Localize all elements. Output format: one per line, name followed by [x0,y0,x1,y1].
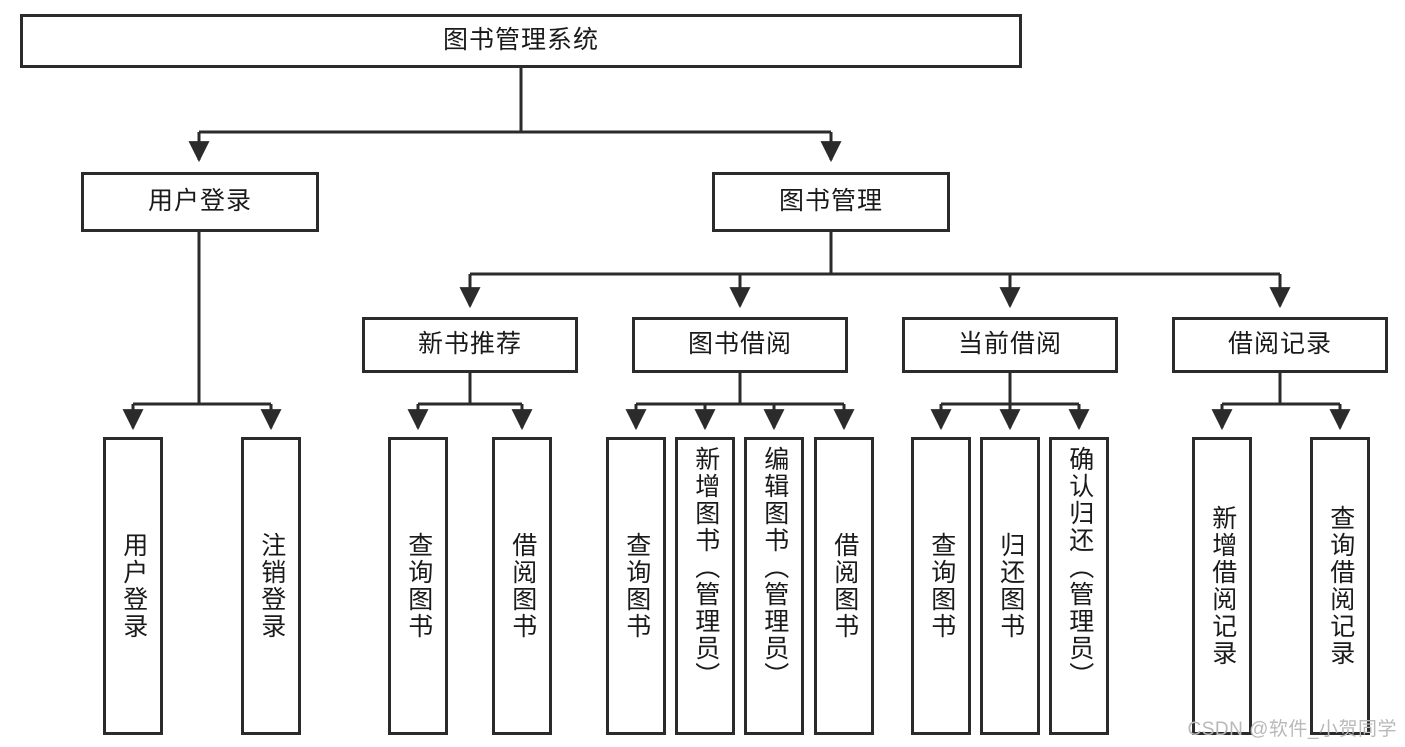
node-new-book-rec-label: 新书推荐 [417,330,522,359]
node-leaf-user-login[interactable]: 用户登录 [103,437,163,735]
node-book-manage[interactable]: 图书管理 [712,172,950,232]
node-leaf-logout[interactable]: 注销登录 [241,437,301,735]
node-leaf-add-book-label: 新增图书（管理员） [691,446,720,689]
watermark-text: CSDN @软件_小贺同学 [1187,719,1397,740]
node-book-borrow-label: 图书借阅 [687,330,792,359]
node-leaf-query-book-1[interactable]: 查询图书 [388,437,448,735]
node-root-label: 图书管理系统 [442,26,599,55]
node-current-borrow[interactable]: 当前借阅 [902,317,1118,373]
node-leaf-edit-book[interactable]: 编辑图书（管理员） [744,437,804,735]
node-leaf-return-book-label: 归还图书 [996,532,1025,640]
node-leaf-return-book[interactable]: 归还图书 [980,437,1040,735]
node-borrow-record[interactable]: 借阅记录 [1172,317,1388,373]
node-user-login[interactable]: 用户登录 [81,172,319,232]
node-leaf-query-book-1-label: 查询图书 [404,532,433,640]
node-leaf-add-record[interactable]: 新增借阅记录 [1192,437,1252,735]
node-book-borrow[interactable]: 图书借阅 [632,317,848,373]
node-current-borrow-label: 当前借阅 [957,330,1062,359]
node-leaf-borrow-book-1-label: 借阅图书 [508,532,537,640]
node-leaf-query-book-3[interactable]: 查询图书 [911,437,971,735]
node-root[interactable]: 图书管理系统 [20,14,1022,68]
node-book-manage-label: 图书管理 [778,187,883,216]
node-leaf-query-book-3-label: 查询图书 [927,532,956,640]
node-leaf-confirm-return-label: 确认归还（管理员） [1065,446,1094,689]
node-leaf-query-book-2[interactable]: 查询图书 [606,437,666,735]
node-leaf-query-book-2-label: 查询图书 [622,532,651,640]
node-leaf-borrow-book-1[interactable]: 借阅图书 [492,437,552,735]
node-user-login-label: 用户登录 [147,187,252,216]
node-new-book-rec[interactable]: 新书推荐 [362,317,578,373]
node-leaf-query-record[interactable]: 查询借阅记录 [1310,437,1370,735]
node-borrow-record-label: 借阅记录 [1227,330,1332,359]
node-leaf-user-login-label: 用户登录 [119,532,148,640]
node-leaf-edit-book-label: 编辑图书（管理员） [760,446,789,689]
node-leaf-confirm-return[interactable]: 确认归还（管理员） [1049,437,1109,735]
node-leaf-borrow-book-2-label: 借阅图书 [830,532,859,640]
node-leaf-add-record-label: 新增借阅记录 [1208,505,1237,667]
node-leaf-logout-label: 注销登录 [257,532,286,640]
node-leaf-query-record-label: 查询借阅记录 [1326,505,1355,667]
node-leaf-borrow-book-2[interactable]: 借阅图书 [814,437,874,735]
node-leaf-add-book[interactable]: 新增图书（管理员） [675,437,735,735]
